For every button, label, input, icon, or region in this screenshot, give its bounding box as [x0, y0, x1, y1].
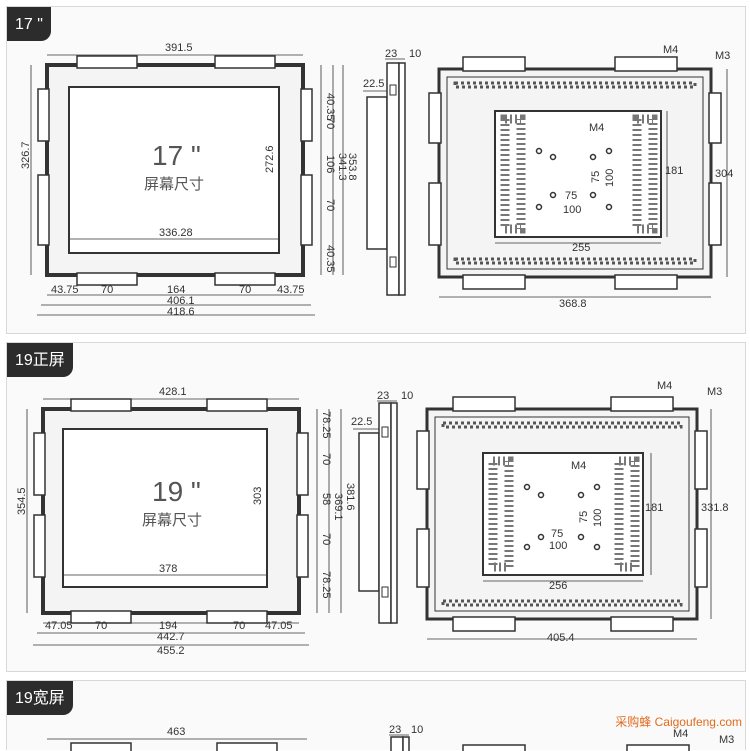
- screen-size-caption-17: 屏幕尺寸: [144, 176, 204, 193]
- back-m4-top-19: M4: [657, 380, 672, 392]
- bottom-dim-4-17: 43.75: [277, 284, 305, 296]
- back-view: [428, 56, 728, 298]
- drawing-17: 391.5 326.7 272.6 336.28 40.35 70 106 70…: [20, 42, 733, 318]
- back-bottom-19: 405.4: [547, 632, 575, 644]
- bottom-dim-3-17: 70: [239, 284, 251, 296]
- side-top-17: 23: [385, 48, 397, 60]
- bottom-dim-0-19: 47.05: [45, 620, 73, 632]
- front-width-19: 428.1: [159, 386, 187, 398]
- drawing-19-square: 428.1 354.5 303 378 78.25 70 58 70 78.25…: [16, 380, 729, 657]
- bottom-dim-1-17: 70: [101, 284, 113, 296]
- side-view: [363, 58, 406, 296]
- vesa-large-y-17: 100: [604, 169, 616, 187]
- side-tick-19-wide: 10: [411, 724, 423, 736]
- front-inner-height-17: 272.6: [264, 145, 276, 173]
- front-right-dim-3-17: 70: [324, 199, 336, 211]
- screen-size-caption-19: 屏幕尺寸: [142, 512, 202, 529]
- side-tick-19: 10: [401, 390, 413, 402]
- front-right-dim-1-17: 70: [324, 117, 336, 129]
- vesa-large-y-19: 100: [592, 509, 604, 527]
- vesa-holes-17: [535, 147, 613, 211]
- bottom-total2-19: 455.2: [157, 645, 185, 657]
- back-bottom-17: 368.8: [559, 298, 587, 310]
- bottom-dim-1-19: 70: [95, 620, 107, 632]
- side-tick-17: 10: [409, 48, 421, 60]
- screen-size-17: 17 ": [152, 140, 201, 171]
- front-inner-height-19: 303: [252, 487, 264, 505]
- bottom-total2-17: 418.6: [167, 306, 195, 318]
- back-m3-top-17: M3: [715, 50, 730, 62]
- side-depth-17: 22.5: [363, 78, 384, 90]
- front-right-dim-0-19: 78.25: [320, 411, 332, 439]
- front-h1-19: 369.1: [332, 493, 344, 521]
- vent-slots-17: [453, 81, 697, 265]
- front-view: [30, 54, 344, 316]
- plate-height-17: 181: [665, 165, 683, 177]
- front-inner-width-19: 378: [159, 563, 177, 575]
- vesa-large-x-17: 100: [563, 204, 581, 216]
- plate-width-19: 256: [549, 580, 567, 592]
- back-m4-top-17: M4: [663, 44, 678, 56]
- back-m3-top-19: M3: [707, 386, 722, 398]
- front-right-dim-4-17: 40.35: [324, 245, 336, 273]
- panel-tag-19-wide: 19宽屏: [7, 681, 73, 715]
- vesa-large-x-19: 100: [549, 540, 567, 552]
- bottom-dim-3-19: 70: [233, 620, 245, 632]
- vesa-small-x-17: 75: [565, 190, 577, 202]
- front-width-19-wide: 463: [167, 726, 185, 738]
- front-width-17: 391.5: [165, 42, 193, 54]
- bottom-total1-17: 406.1: [167, 295, 195, 307]
- side-view: [353, 400, 398, 624]
- panel-tag-17: 17 ": [7, 7, 51, 41]
- panel-17: 391.5 326.7 272.6 336.28 40.35 70 106 70…: [6, 6, 746, 334]
- front-right-dim-4-19: 78.25: [320, 571, 332, 599]
- side-depth-19: 22.5: [351, 416, 372, 428]
- bottom-total1-19: 442.7: [157, 631, 185, 643]
- front-left-height-17: 326.7: [20, 141, 32, 169]
- bottom-dim-2-19: 194: [159, 620, 177, 632]
- back-m4-top-19-wide: M4: [673, 728, 688, 740]
- plate-height-19: 181: [645, 502, 663, 514]
- vent-slots-19: [441, 421, 683, 607]
- back-m4-inner-19: M4: [571, 460, 586, 472]
- bottom-dim-4-19: 47.05: [265, 620, 293, 632]
- front-view: [26, 398, 342, 646]
- vesa-holes-19: [523, 483, 601, 551]
- side-top-19-wide: 23: [389, 724, 401, 736]
- front-left-height-19: 354.5: [16, 487, 28, 515]
- vesa-small-y-19: 75: [578, 511, 590, 523]
- front-h2-19: 381.6: [344, 483, 356, 511]
- front-right-dim-1-19: 70: [320, 453, 332, 465]
- back-view: [416, 396, 712, 640]
- plate-width-17: 255: [572, 242, 590, 254]
- front-h2-17: 353.8: [346, 153, 358, 181]
- front-right-dim-2-17: 106: [324, 155, 336, 173]
- front-h1-17: 341.3: [336, 153, 348, 181]
- bottom-dim-2-17: 164: [167, 284, 185, 296]
- back-m3-top-19-wide: M3: [719, 734, 734, 746]
- panel-19-square: 428.1 354.5 303 378 78.25 70 58 70 78.25…: [6, 342, 746, 672]
- panel-19-wide: 463 23 10 M4 M3 19宽屏: [6, 680, 746, 751]
- side-top-19: 23: [377, 390, 389, 402]
- front-right-dim-0-17: 40.35: [324, 93, 336, 121]
- front-inner-width-17: 336.28: [159, 227, 193, 239]
- vesa-small-y-17: 75: [590, 171, 602, 183]
- back-right-17: 304: [715, 168, 733, 180]
- watermark: 采购蜂 Caigoufeng.com: [615, 715, 742, 729]
- vesa-small-x-19: 75: [551, 528, 563, 540]
- bottom-dim-0-17: 43.75: [51, 284, 79, 296]
- screen-size-19: 19 ": [152, 476, 201, 507]
- back-right-19: 331.8: [701, 502, 729, 514]
- back-m4-inner-17: M4: [589, 122, 604, 134]
- front-right-dim-2-19: 58: [320, 493, 332, 505]
- panel-tag-19-square: 19正屏: [7, 343, 73, 377]
- front-right-dim-3-19: 70: [320, 533, 332, 545]
